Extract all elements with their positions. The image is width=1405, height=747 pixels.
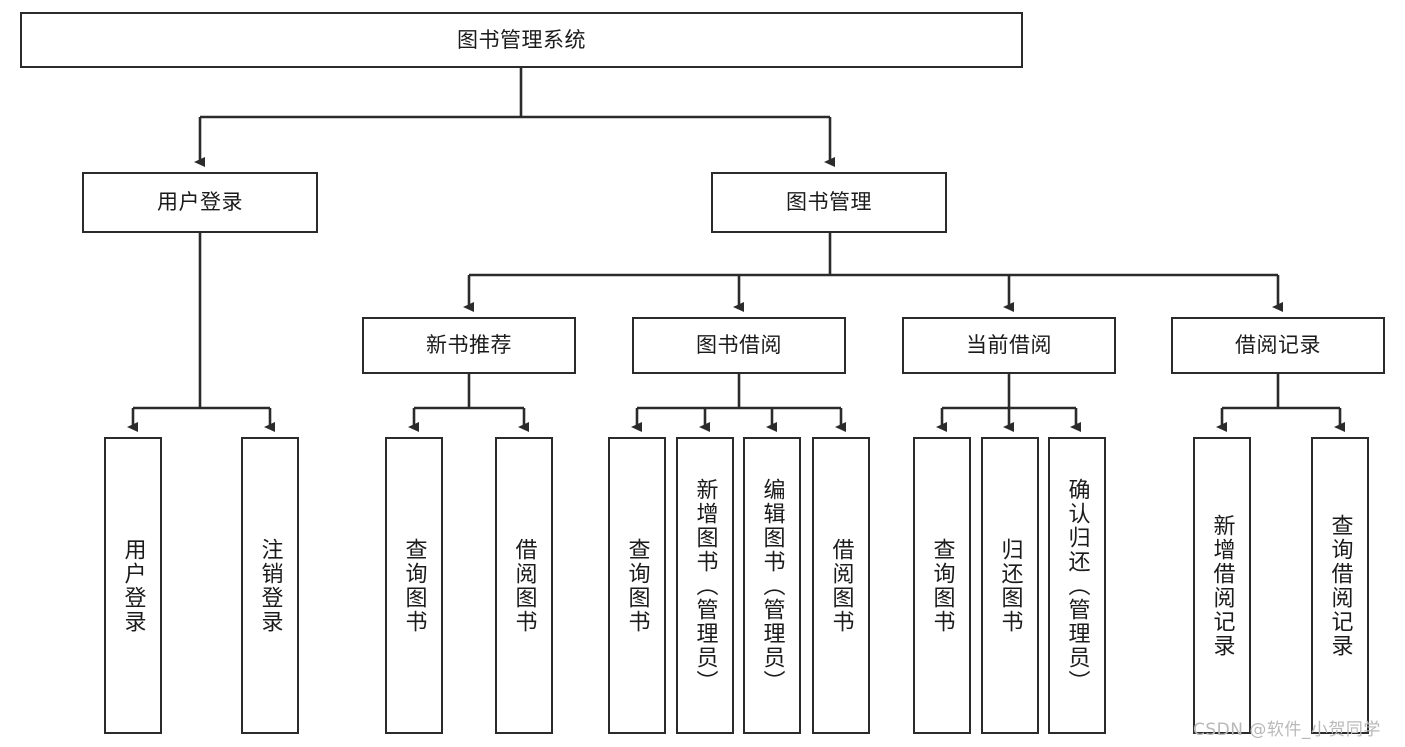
node-root-book-management-system[interactable]: 图书管理系统 — [20, 12, 1023, 68]
leaf-query-book-recommendation[interactable]: 查询图书 — [385, 437, 443, 734]
leaf-query-borrow-record[interactable]: 查询借阅记录 — [1311, 437, 1369, 734]
node-label: 确认归还（管理员） — [1064, 477, 1090, 694]
leaf-borrow-book-recommendation[interactable]: 借阅图书 — [495, 437, 553, 734]
node-label: 注销登录 — [257, 537, 283, 634]
node-label: 查询图书 — [624, 537, 650, 634]
node-label: 借阅图书 — [828, 537, 854, 634]
node-label: 借阅记录 — [1235, 333, 1321, 358]
node-label: 查询借阅记录 — [1327, 513, 1353, 658]
node-book-borrowing[interactable]: 图书借阅 — [632, 317, 846, 374]
node-label: 当前借阅 — [966, 333, 1052, 358]
node-label: 借阅图书 — [511, 537, 537, 634]
leaf-logout[interactable]: 注销登录 — [241, 437, 299, 734]
node-label: 新书推荐 — [426, 333, 512, 358]
node-label: 图书管理 — [786, 190, 872, 215]
node-new-book-recommendation[interactable]: 新书推荐 — [362, 317, 576, 374]
leaf-add-borrow-record[interactable]: 新增借阅记录 — [1193, 437, 1251, 734]
leaf-edit-book-admin[interactable]: 编辑图书（管理员） — [743, 437, 801, 734]
leaf-return-book[interactable]: 归还图书 — [981, 437, 1039, 734]
leaf-query-book-current[interactable]: 查询图书 — [913, 437, 971, 734]
node-label: 编辑图书（管理员） — [759, 477, 785, 694]
node-label: 用户登录 — [157, 190, 243, 215]
node-label: 图书管理系统 — [457, 27, 586, 52]
node-label: 用户登录 — [120, 537, 146, 634]
leaf-user-login[interactable]: 用户登录 — [104, 437, 162, 734]
node-borrowing-records[interactable]: 借阅记录 — [1171, 317, 1385, 374]
node-label: 归还图书 — [997, 537, 1023, 634]
node-label: 新增借阅记录 — [1209, 513, 1235, 658]
leaf-borrow-book-borrowing[interactable]: 借阅图书 — [812, 437, 870, 734]
node-label: 查询图书 — [929, 537, 955, 634]
node-user-login[interactable]: 用户登录 — [82, 172, 318, 233]
leaf-confirm-return-admin[interactable]: 确认归还（管理员） — [1048, 437, 1106, 734]
node-book-management[interactable]: 图书管理 — [711, 172, 947, 233]
leaf-add-book-admin[interactable]: 新增图书（管理员） — [676, 437, 734, 734]
node-label: 查询图书 — [401, 537, 427, 634]
node-label: 图书借阅 — [696, 333, 782, 358]
leaf-query-book-borrowing[interactable]: 查询图书 — [608, 437, 666, 734]
node-label: 新增图书（管理员） — [692, 477, 718, 694]
csdn-watermark: CSDN @软件_小贺同学 — [1193, 720, 1381, 740]
node-current-borrowing[interactable]: 当前借阅 — [902, 317, 1116, 374]
